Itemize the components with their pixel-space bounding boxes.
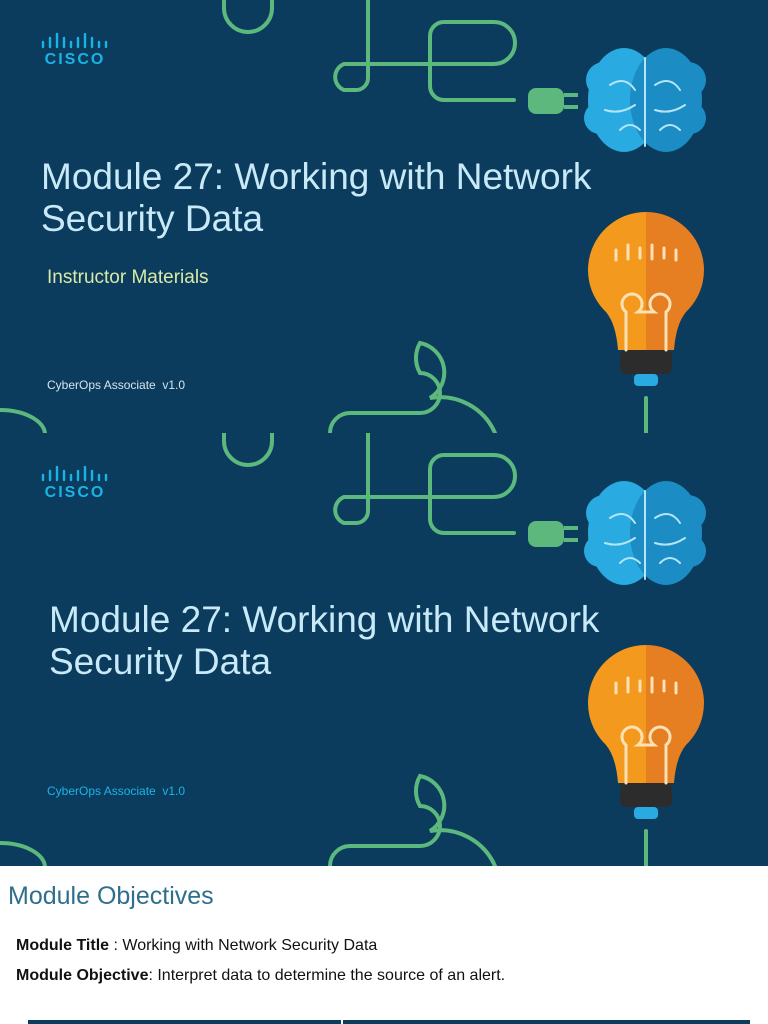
title-slide-variant: CISCO Module 27: Working with Network Se…	[0, 433, 768, 866]
cisco-logo-icon: CISCO	[40, 465, 110, 506]
cisco-logo-icon: CISCO	[40, 32, 110, 73]
circuit-line-icon	[0, 433, 706, 866]
plug-icon	[528, 521, 578, 547]
version-label: CyberOps Associate v1.0	[47, 378, 186, 392]
brain-icon	[584, 48, 706, 152]
module-title-value: : Working with Network Security Data	[109, 937, 378, 954]
cisco-logo-text: CISCO	[44, 51, 106, 68]
module-objectives-slide: Module Objectives Module Title : Working…	[0, 866, 768, 1024]
title-slide: CISCO Module 27: Working with Network Se…	[0, 0, 768, 433]
brain-icon	[584, 481, 706, 585]
module-objective-label: Module Objective	[16, 967, 149, 984]
module-objective-line: Module Objective: Interpret data to dete…	[16, 967, 505, 985]
slide-title: Module 27: Working with Network Security…	[41, 156, 592, 239]
lightbulb-icon	[587, 645, 704, 819]
plug-icon	[528, 88, 578, 114]
objectives-heading: Module Objectives	[8, 882, 214, 910]
table-header-bar	[28, 1020, 750, 1024]
table-column-divider	[341, 1020, 343, 1024]
version-label: CyberOps Associate v1.0	[47, 784, 186, 798]
cisco-logo-text: CISCO	[44, 484, 106, 501]
module-objective-value: : Interpret data to determine the source…	[148, 967, 506, 984]
lightbulb-icon	[587, 212, 704, 386]
slide-subtitle: Instructor Materials	[47, 267, 209, 288]
module-title-label: Module Title	[16, 937, 110, 954]
circuit-line-icon	[0, 0, 706, 433]
module-title-line: Module Title : Working with Network Secu…	[16, 937, 377, 955]
slide-title: Module 27: Working with Network Security…	[49, 599, 600, 682]
